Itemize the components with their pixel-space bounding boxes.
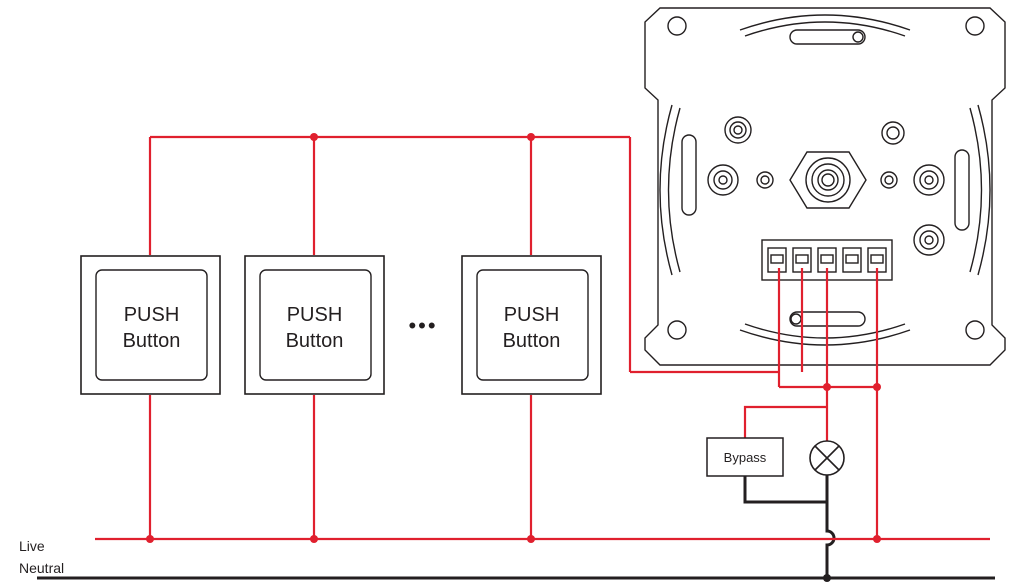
screw-5 xyxy=(881,121,905,145)
push-button-1-line1: PUSH xyxy=(124,304,180,326)
push-button-3: PUSH Button xyxy=(461,255,602,395)
neutral-junction-dot xyxy=(823,574,831,582)
lamp-symbol-icon xyxy=(809,440,845,476)
screw-2 xyxy=(707,164,739,196)
bottom-arc-inner xyxy=(744,323,906,339)
mount-hole-br xyxy=(965,320,985,340)
right-arc xyxy=(977,104,991,276)
push-button-2-line1: PUSH xyxy=(287,304,343,326)
top-slot xyxy=(789,29,866,45)
mount-hole-bl xyxy=(667,320,687,340)
screw-1 xyxy=(724,116,752,144)
top-arc xyxy=(739,14,911,31)
bypass-box: Bypass xyxy=(706,437,784,477)
neutral-label: Neutral xyxy=(19,560,64,576)
bypass-neutral-wire xyxy=(743,476,827,504)
screw-7 xyxy=(880,171,898,189)
mount-hole-tr xyxy=(965,16,985,36)
push-button-3-line2: Button xyxy=(503,330,561,352)
push-button-1: PUSH Button xyxy=(80,255,221,395)
left-arc xyxy=(659,104,673,276)
neutral-wires xyxy=(37,475,995,580)
screw-4 xyxy=(913,224,945,256)
bottom-arc xyxy=(739,329,911,346)
push-button-1-line2: Button xyxy=(123,330,181,352)
push-button-3-line1: PUSH xyxy=(504,304,560,326)
dimmer-plate-outline xyxy=(644,7,1006,366)
screw-3 xyxy=(913,164,945,196)
ellipsis: ••• xyxy=(408,313,437,338)
mount-hole-tl xyxy=(667,16,687,36)
dimmer-module xyxy=(644,7,1006,366)
screw-6 xyxy=(756,171,774,189)
junction-dots xyxy=(146,133,881,543)
bypass-label: Bypass xyxy=(724,450,767,465)
push-button-2: PUSH Button xyxy=(244,255,385,395)
dimmer-knob xyxy=(789,151,867,209)
push-button-2-line2: Button xyxy=(286,330,344,352)
live-label: Live xyxy=(19,538,45,554)
lamp-neutral-wire xyxy=(825,475,836,578)
live-wires xyxy=(95,135,990,541)
top-arc-inner xyxy=(744,21,906,37)
